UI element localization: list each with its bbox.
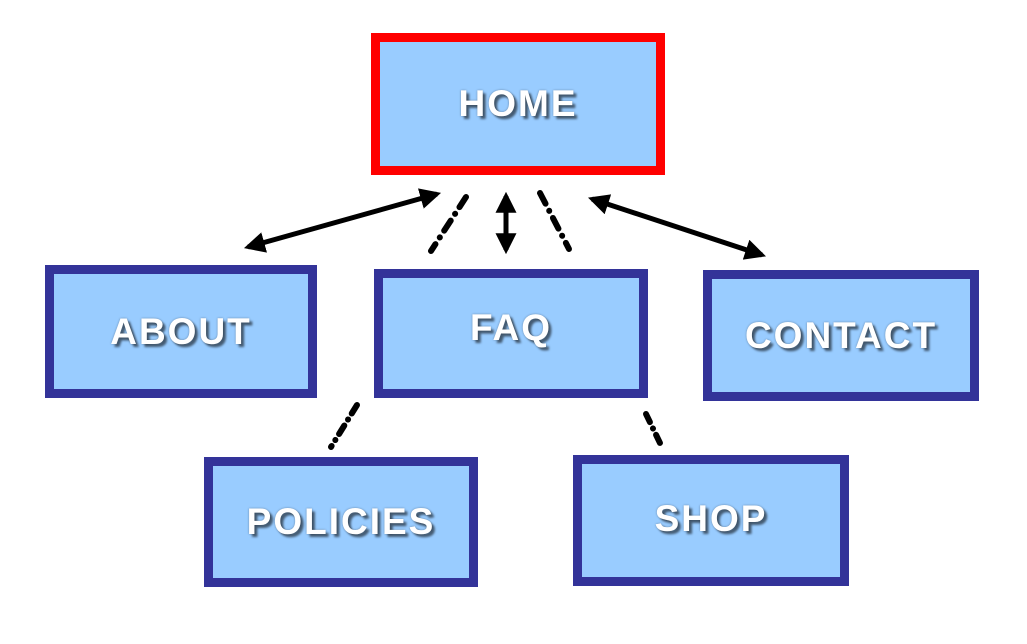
node-policies[interactable]: POLICIES <box>204 457 478 587</box>
node-about[interactable]: ABOUT <box>45 265 317 398</box>
node-contact-label: CONTACT <box>744 314 938 356</box>
node-shop-label: SHOP <box>654 497 768 539</box>
node-shop[interactable]: SHOP <box>573 455 849 586</box>
arrow-home-contact <box>588 194 766 260</box>
arrow-home-about <box>243 188 442 253</box>
node-home-label: HOME <box>458 83 578 124</box>
dotted-link-faq-policies <box>328 402 360 450</box>
node-home[interactable]: HOME <box>371 33 665 175</box>
dotted-link-home-faq-right <box>537 190 572 252</box>
dotted-link-home-faq-left <box>428 194 469 254</box>
node-policies-label: POLICIES <box>246 501 436 542</box>
node-faq[interactable]: FAQ <box>374 269 648 398</box>
node-faq-label: FAQ <box>469 306 553 348</box>
node-contact[interactable]: CONTACT <box>703 270 979 401</box>
node-about-label: ABOUT <box>110 310 252 352</box>
dotted-link-faq-shop <box>643 411 663 446</box>
